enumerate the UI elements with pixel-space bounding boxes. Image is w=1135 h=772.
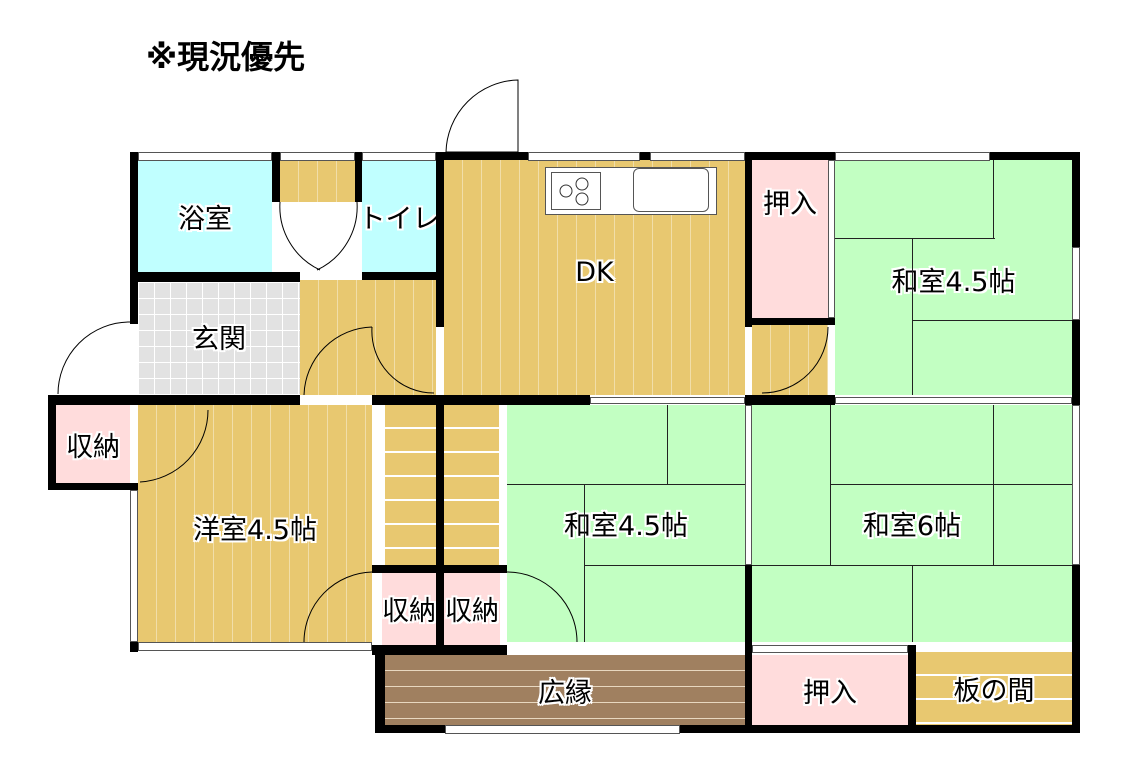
room-label: 押入 (763, 188, 817, 220)
kitchen-counter (545, 167, 717, 215)
window (1072, 405, 1080, 565)
room-label: 板の間 (953, 676, 1035, 707)
room-storage-b: 収納 (444, 572, 500, 645)
stairs-a (385, 405, 436, 565)
room-wash-corridor (280, 160, 357, 202)
stove-icon (551, 172, 601, 210)
room-storage-left: 収納 (56, 405, 130, 483)
room-closet-top: 押入 (752, 160, 828, 318)
room-closet-bottom: 押入 (752, 655, 908, 725)
sliding-door (828, 160, 835, 318)
window (650, 152, 745, 161)
room-label: 押入 (803, 677, 857, 709)
room-label: 浴室 (178, 203, 232, 235)
room-label: 収納 (445, 596, 499, 627)
room-label: トイレ (358, 203, 440, 235)
window (528, 152, 640, 161)
window (130, 490, 138, 642)
window (138, 642, 372, 651)
window (280, 152, 355, 161)
room-youshitsu: 洋室4.5帖 (138, 405, 372, 645)
sink-icon (633, 168, 709, 212)
sliding-door (590, 397, 745, 404)
window (138, 152, 272, 161)
room-bath: 浴室 (138, 160, 272, 272)
room-toilet: トイレ (359, 160, 440, 272)
room-storage-a: 収納 (382, 572, 436, 645)
room-hall (300, 280, 436, 395)
room-label: 収納 (66, 431, 120, 463)
room-label: 和室6帖 (862, 511, 962, 542)
door-area (280, 202, 357, 274)
room-label: DK (575, 257, 614, 288)
room-label: 玄関 (192, 324, 246, 355)
sliding-door (835, 397, 1072, 404)
room-entrance: 玄関 (138, 282, 300, 395)
room-itanoma: 板の間 (916, 652, 1072, 725)
room-washitsu-mid: 和室4.5帖 (507, 405, 745, 642)
window (835, 152, 990, 161)
room-closet-under (752, 325, 828, 395)
sliding-door (745, 405, 752, 565)
room-washitsu-top: 和室4.5帖 (835, 160, 1072, 395)
sliding-door (752, 645, 908, 653)
room-label: 洋室4.5帖 (193, 514, 317, 546)
room-hiroen: 広縁 (385, 655, 745, 725)
window (1072, 247, 1080, 320)
note-current-condition: ※現況優先 (146, 38, 306, 76)
room-label: 収納 (382, 596, 436, 627)
window (445, 725, 680, 734)
stairs-b (444, 405, 499, 565)
window (362, 152, 436, 161)
room-label: 広縁 (538, 677, 592, 709)
